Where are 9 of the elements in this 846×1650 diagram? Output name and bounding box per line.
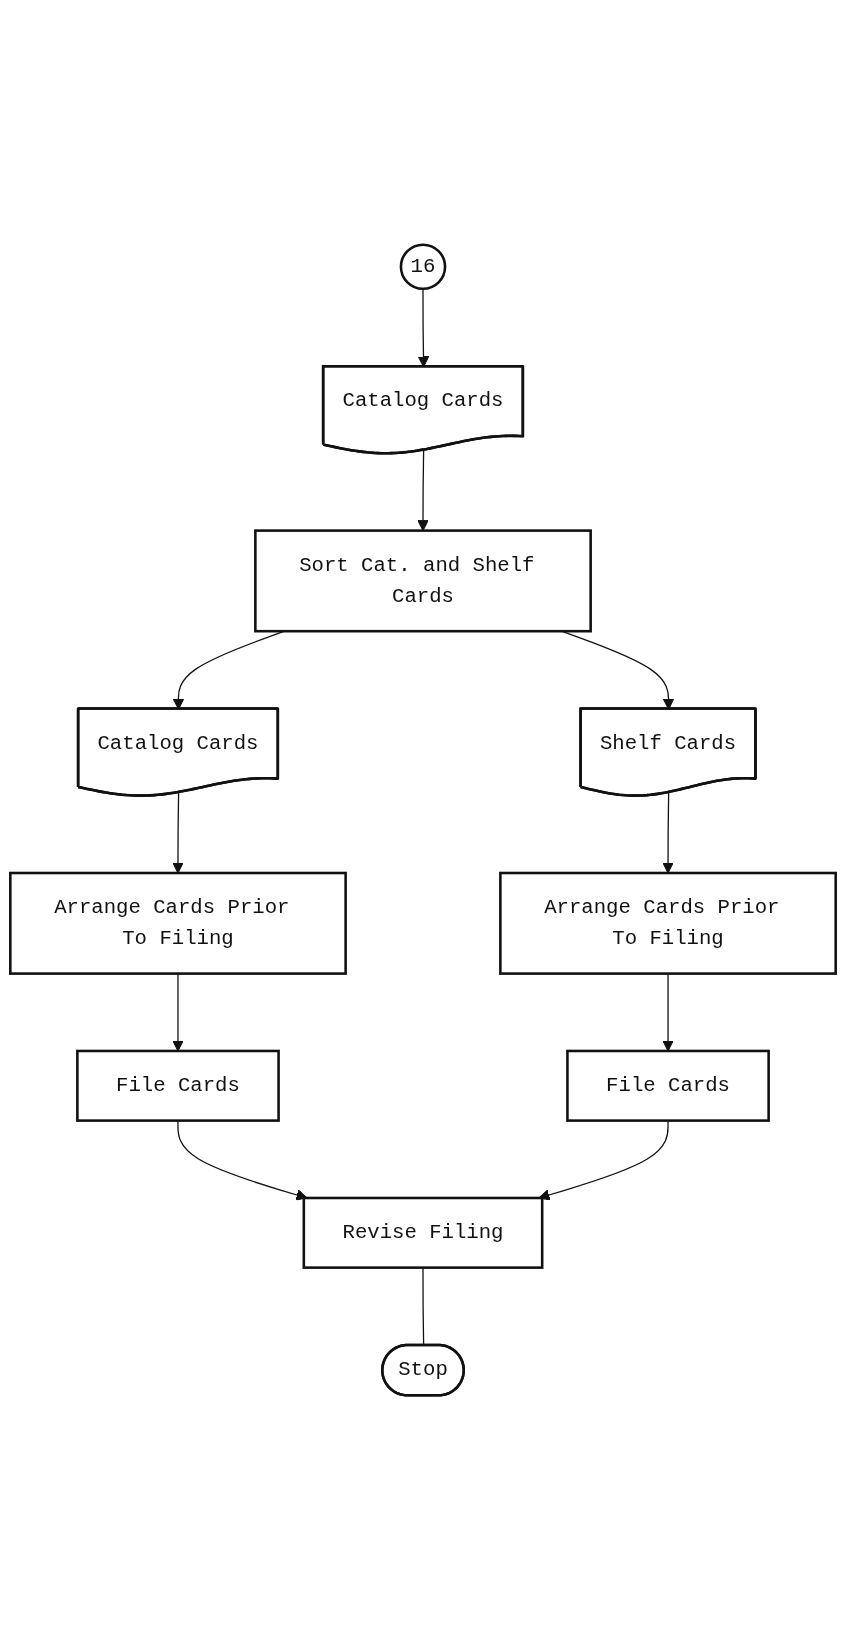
node-circle: 16 [399,243,447,291]
node-box: Revise Filing [302,1196,544,1269]
node-box: Sort Cat. and Shelf Cards [254,529,592,633]
node-box: Arrange Cards Prior To Filing [499,871,837,975]
node-box: Arrange Cards Prior To Filing [9,871,347,975]
node-box: File Cards [566,1049,770,1122]
node-box: File Cards [76,1049,280,1122]
arrow [662,792,674,874]
arrow [172,792,184,874]
